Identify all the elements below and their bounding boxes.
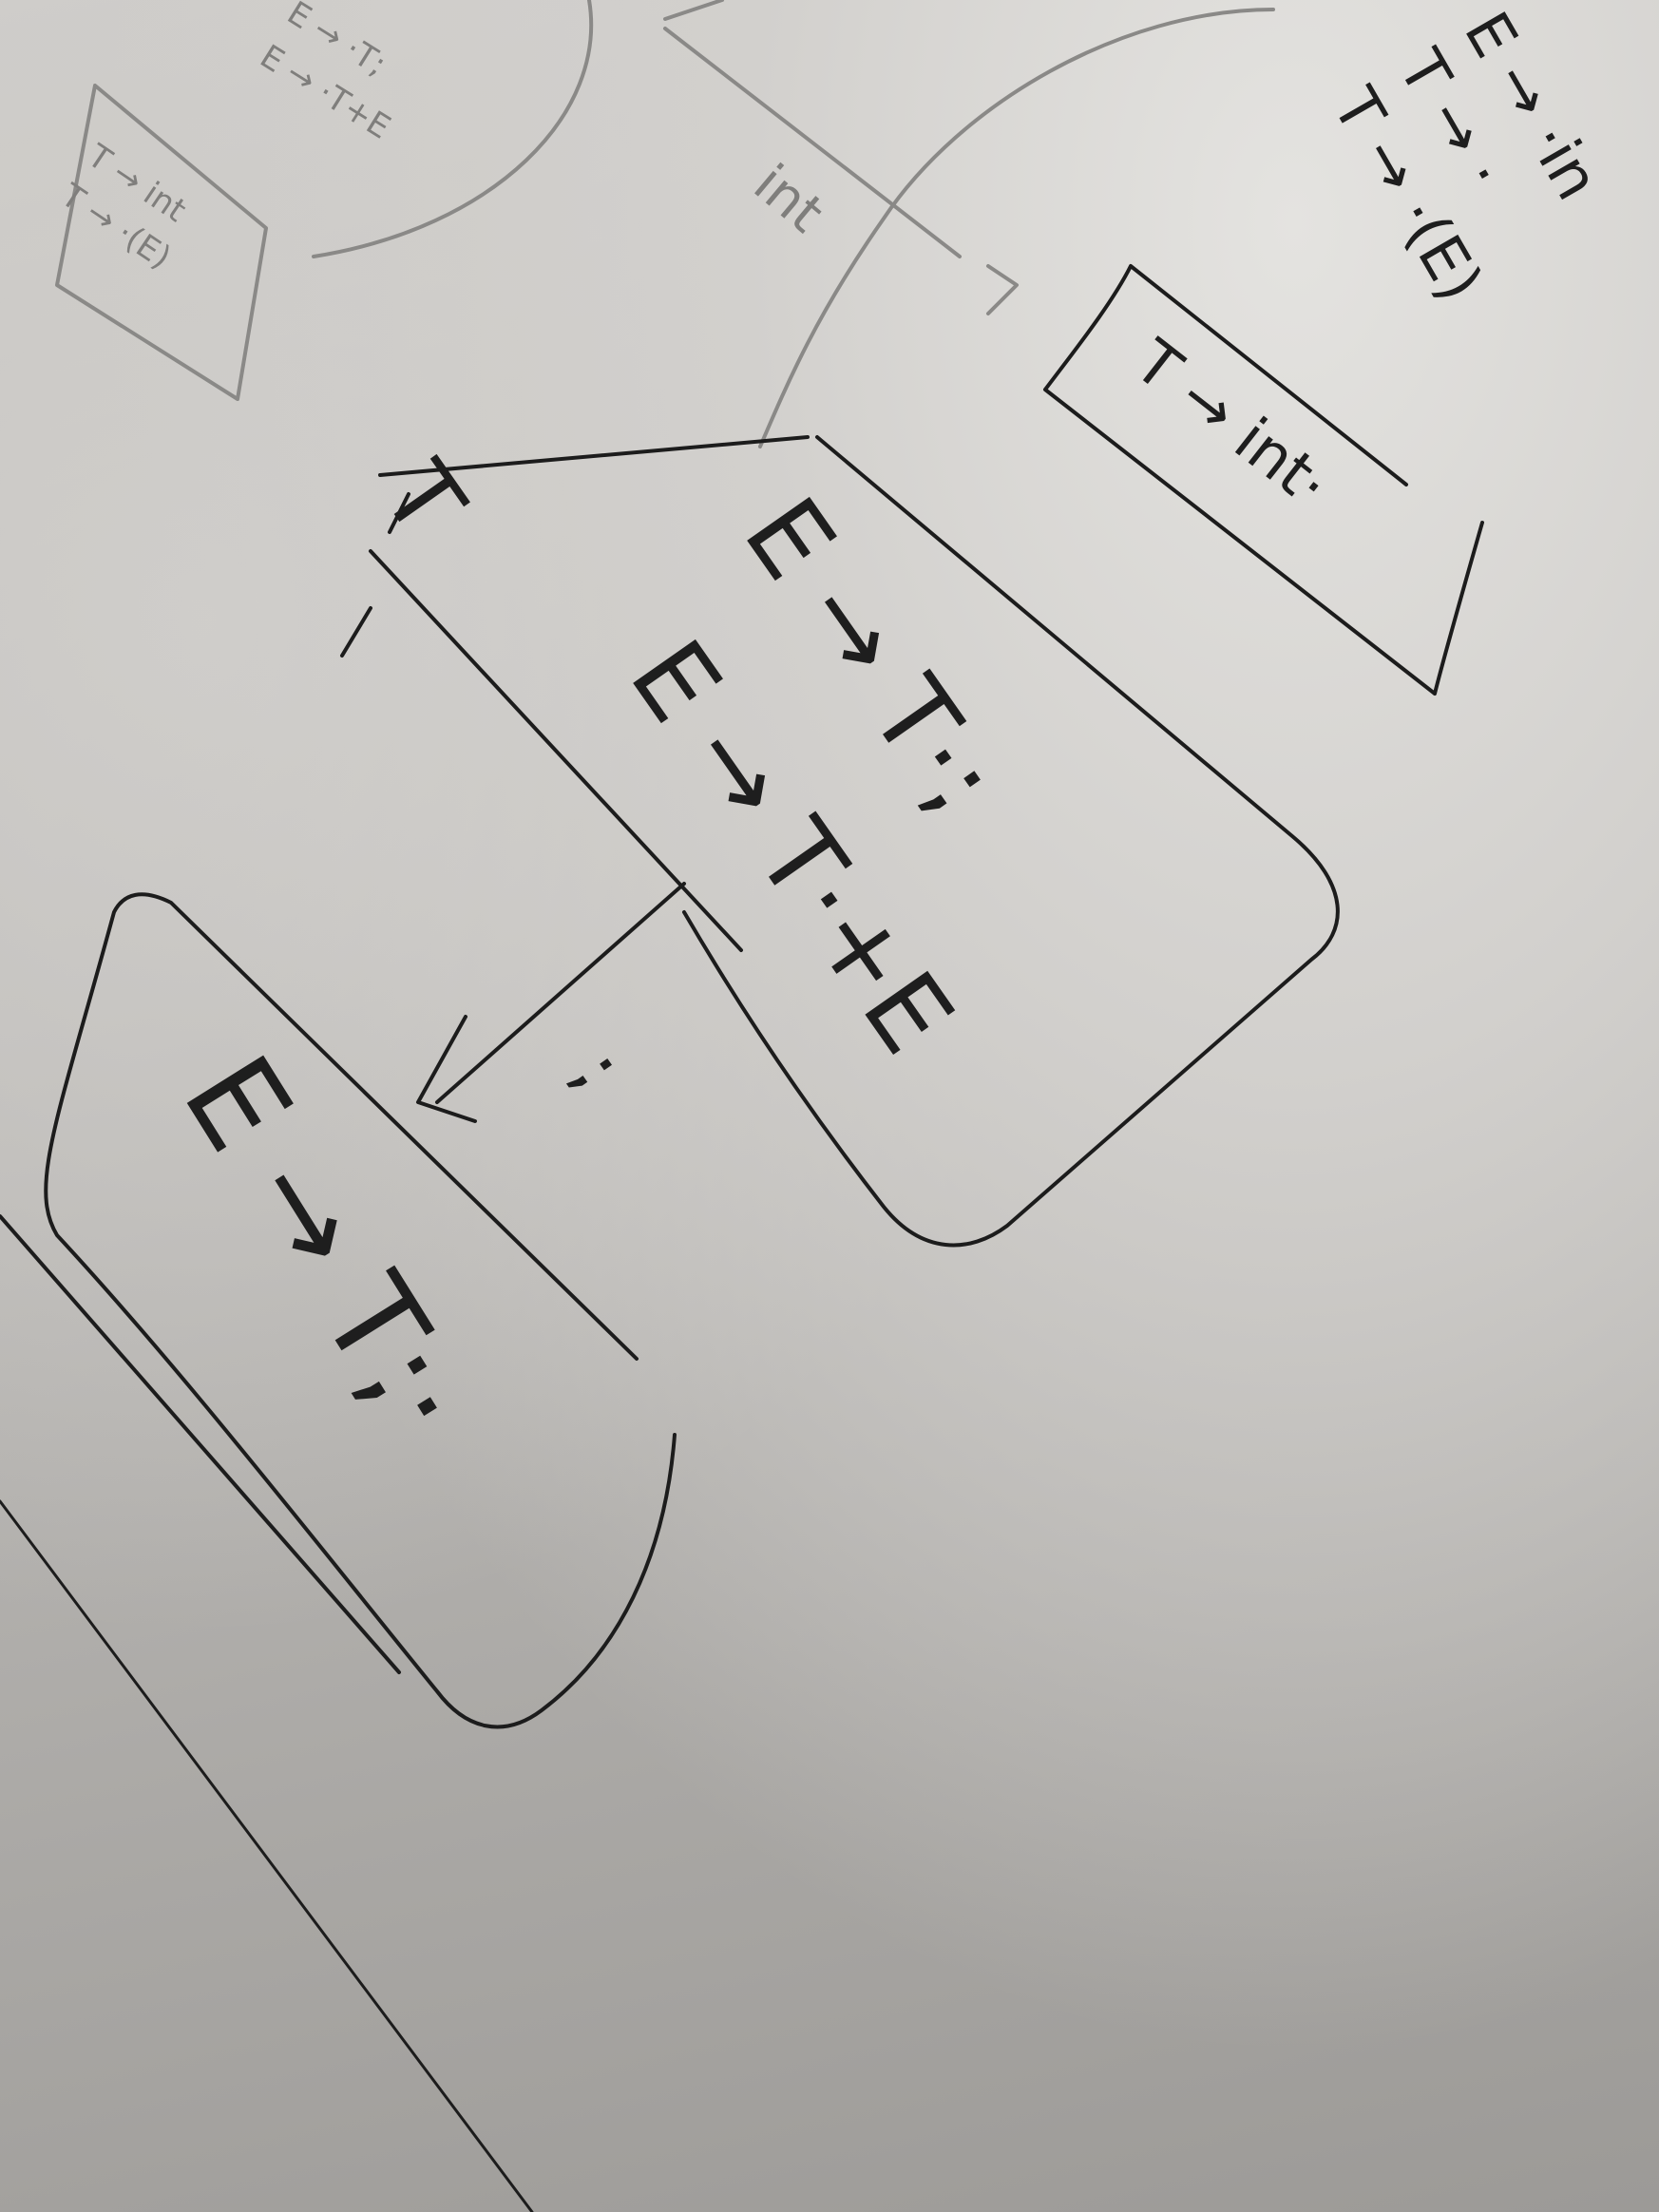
faint-box-edge bbox=[312, 0, 594, 258]
top-right-items: E → ·in T → · T → ·(E) bbox=[1318, 1, 1612, 313]
edge-label-int: int bbox=[742, 153, 835, 245]
transition-semicolon-arrowhead bbox=[416, 1015, 477, 1123]
main-state: E → T·; E → T·+E bbox=[378, 435, 1340, 1248]
int-state-box bbox=[1043, 264, 1484, 696]
next-state-box bbox=[44, 892, 677, 1729]
int-state: T → int· bbox=[1043, 264, 1484, 696]
faint-corner-box bbox=[55, 84, 268, 401]
partial-state: E → ·T; E → ·T+E bbox=[254, 0, 397, 147]
faint-strokes bbox=[55, 0, 1275, 448]
main-state-top-edge bbox=[378, 435, 810, 477]
faint-curve-arrow bbox=[758, 8, 1275, 448]
main-state-box bbox=[682, 435, 1340, 1248]
edge-label-int-group: int bbox=[742, 153, 835, 245]
next-state-line-1: E → T;· bbox=[156, 1032, 499, 1461]
next-state-left-edge bbox=[0, 1214, 401, 1674]
transition-semicolon-line bbox=[435, 882, 686, 1104]
lower-diagonal-line bbox=[0, 1499, 534, 2212]
faint-line bbox=[663, 27, 962, 258]
faint-arrowhead bbox=[986, 264, 1019, 315]
edge-label-t: T bbox=[361, 443, 486, 556]
transition-semicolon: ; bbox=[416, 882, 686, 1123]
transition-t-line-upper bbox=[369, 549, 743, 952]
edge-label-semicolon: ; bbox=[555, 1034, 642, 1105]
int-state-line-1: T → int· bbox=[1120, 327, 1342, 522]
faint-stroke-top bbox=[663, 0, 724, 21]
transition-t-ticks bbox=[340, 492, 410, 658]
next-state: E → T;· bbox=[0, 892, 677, 1729]
